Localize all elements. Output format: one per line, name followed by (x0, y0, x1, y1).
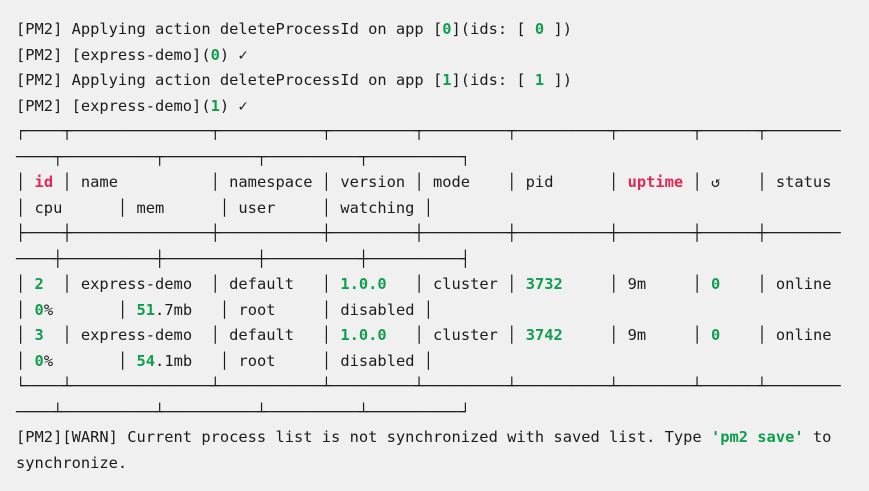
terminal-text-run: [PM2] Applying action deleteProcessId on… (16, 20, 443, 38)
terminal-text-run: 1.0.0 (340, 326, 387, 344)
terminal-text-run: 0 (210, 45, 220, 64)
terminal-text-run: % │ (43, 300, 137, 319)
terminal-text-run: [PM2] [express-demo]( (16, 96, 211, 115)
terminal-line: ────┴──────────┴──────────┴──────────┴──… (16, 400, 869, 426)
terminal-text-run: │ cluster │ (386, 326, 526, 344)
terminal-text-run: │ express-demo │ default │ (43, 326, 341, 344)
terminal-text-run: [PM2][WARN] Current process list is not … (16, 428, 711, 446)
terminal-text-run: ]) (544, 20, 573, 38)
terminal-text-run: 1 (534, 71, 545, 89)
terminal-text-run: uptime (627, 173, 684, 191)
terminal-text-run: ────┬──────────┬──────────┬──────────┬──… (16, 147, 471, 166)
terminal-line: synchronize. (16, 451, 869, 477)
terminal-text-run: │ express-demo │ default │ (43, 275, 341, 293)
terminal-text-run: 1.0.0 (340, 275, 387, 293)
terminal-text-run: 2 (34, 275, 44, 293)
terminal-text-run: ](ids: [ (451, 20, 535, 38)
terminal-text-run: 0 (711, 275, 721, 293)
terminal-text-run: [PM2] Applying action deleteProcessId on… (16, 71, 443, 89)
terminal-text-run: 0 (534, 20, 545, 38)
terminal-line: │ 2 │ express-demo │ default │ 1.0.0 │ c… (16, 272, 869, 298)
terminal-text-run: 3 (34, 326, 44, 344)
terminal-text-run: [PM2] [express-demo]( (16, 45, 211, 64)
terminal-line: [PM2][WARN] Current process list is not … (16, 425, 869, 451)
terminal-line: ├────┼───────────────┼───────────┼──────… (16, 221, 869, 247)
terminal-line: │ id │ name │ namespace │ version │ mode… (16, 170, 869, 196)
terminal-text-run: │ online (720, 275, 841, 293)
terminal-text-run: ────┴──────────┴──────────┴──────────┴──… (16, 402, 471, 421)
terminal-line: [PM2] [express-demo](1) ✓ (16, 94, 869, 120)
terminal-text-run: │ name │ namespace │ version │ mode │ pi… (53, 173, 628, 191)
terminal-text-run: │ (16, 326, 35, 344)
terminal-text-run: 51 (136, 300, 156, 319)
terminal-line: │ 0% │ 51.7mb │ root │ disabled │ (16, 298, 869, 324)
terminal-text-run: 0 (34, 300, 44, 319)
terminal-line: [PM2] Applying action deleteProcessId on… (16, 17, 869, 43)
terminal-text-run: │ online (720, 326, 841, 344)
terminal-text-run: to (803, 428, 832, 446)
terminal-text-run: │ ↺ │ status (683, 173, 841, 191)
terminal-text-run: │ 9m │ (562, 275, 712, 293)
terminal-line: ────┼──────────┼──────────┼──────────┼──… (16, 247, 869, 273)
terminal-text-run: 54 (136, 351, 156, 370)
terminal-text-run: └────┴───────────────┴───────────┴──────… (16, 377, 841, 395)
terminal-text-run: .1mb │ root │ disabled │ (155, 351, 434, 370)
terminal-text-run: ────┼──────────┼──────────┼──────────┼──… (16, 249, 471, 268)
terminal-text-run: id (34, 173, 54, 191)
terminal-line: [PM2] [express-demo](0) ✓ (16, 43, 869, 69)
terminal-line: │ cpu │ mem │ user │ watching │ (16, 196, 869, 222)
terminal-text-run: ├────┼───────────────┼───────────┼──────… (16, 224, 841, 242)
terminal-text-run: ) ✓ (219, 45, 248, 64)
terminal-line: └────┴───────────────┴───────────┴──────… (16, 374, 869, 400)
terminal-text-run: │ (16, 275, 35, 293)
terminal-text-run: │ cpu │ mem │ user │ watching │ (16, 198, 433, 217)
terminal-text-run: 0 (711, 326, 721, 344)
terminal-text-run: ](ids: [ (451, 71, 535, 89)
terminal-text-run: │ (16, 300, 35, 319)
terminal-text-run: 1 (210, 96, 220, 115)
terminal-text-run: 3732 (525, 275, 563, 293)
terminal-text-run: 0 (34, 351, 44, 370)
terminal-text-run: │ (16, 351, 35, 370)
terminal-text-run: 'pm2 save' (710, 428, 804, 446)
terminal-line: ────┬──────────┬──────────┬──────────┬──… (16, 145, 869, 171)
terminal-line: ┌────┬───────────────┬───────────┬──────… (16, 119, 869, 145)
terminal-text-run: ) ✓ (219, 96, 248, 115)
terminal-text-run: .7mb │ root │ disabled │ (155, 300, 434, 319)
terminal-line: │ 0% │ 54.1mb │ root │ disabled │ (16, 349, 869, 375)
terminal-text-run: ┌────┬───────────────┬───────────┬──────… (16, 122, 841, 140)
terminal-text-run: 0 (442, 20, 452, 38)
terminal-text-run: │ cluster │ (386, 275, 526, 293)
terminal-text-run: % │ (43, 351, 137, 370)
terminal-text-run: 1 (442, 71, 452, 89)
terminal-text-run: │ 9m │ (562, 326, 712, 344)
terminal-line: │ 3 │ express-demo │ default │ 1.0.0 │ c… (16, 323, 869, 349)
terminal-text-run: 3742 (525, 326, 563, 344)
terminal-text-run: synchronize. (16, 453, 128, 472)
terminal-text-run: ]) (544, 71, 573, 89)
terminal-text-run: │ (16, 173, 35, 191)
terminal-line: [PM2] Applying action deleteProcessId on… (16, 68, 869, 94)
